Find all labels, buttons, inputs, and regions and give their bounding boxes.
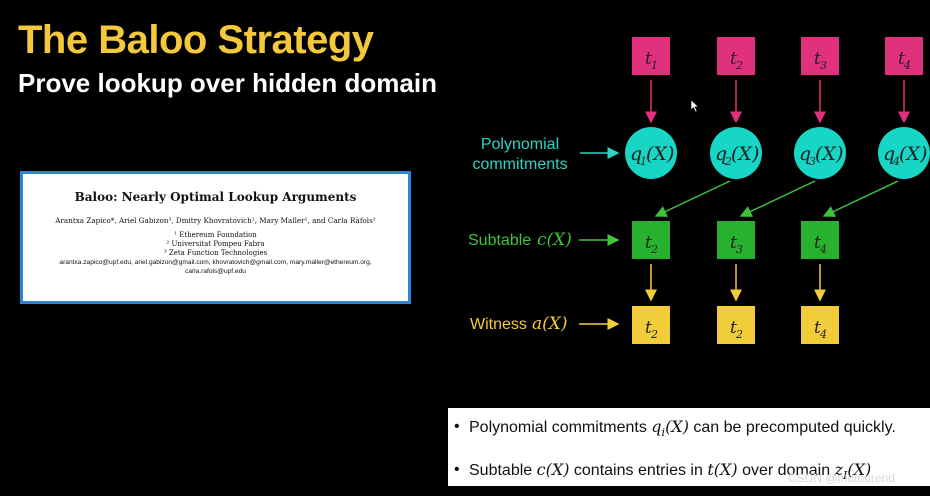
note-line-1: Polynomial commitments qi(X) can be prec… — [469, 417, 896, 440]
commit-to-subtable-arrows — [654, 180, 899, 217]
paper-authors: Arantxa Zapico*, Ariel Gabizon³, Dmitry … — [55, 216, 376, 225]
subtable-label-text: Subtable — [468, 232, 531, 249]
svg-text:t: t — [645, 233, 652, 253]
subtable-label: Subtable c(X) — [468, 230, 620, 250]
table-row: t 1 t 2 t 3 t 4 — [632, 37, 923, 75]
svg-text:(X): (X) — [815, 143, 843, 165]
svg-text:t: t — [814, 49, 821, 69]
watermark: CSDN @mutourend — [788, 471, 895, 485]
commitment-q4: q 4 (X) — [878, 127, 930, 179]
svg-text:t: t — [814, 233, 821, 253]
commitment-index: 3 — [809, 155, 816, 168]
subtable-index: 4 — [819, 243, 827, 256]
paper-email-line: arantxa.zapico@upf.edu, ariel.gabizon@gm… — [59, 259, 372, 266]
mouse-cursor-icon — [690, 99, 700, 113]
table-cell-t2: t 2 — [717, 37, 755, 75]
bullet-icon: • — [454, 461, 460, 478]
svg-text:t: t — [645, 49, 652, 69]
table-to-commit-arrows — [645, 80, 910, 124]
paper-affiliation: ² Universitat Pompeu Fabra — [166, 240, 265, 248]
witness-cell: t 4 — [801, 306, 839, 344]
commitment-q3: q 3 (X) — [794, 127, 846, 179]
witness-label: Witness a(X) — [470, 314, 620, 334]
subtable-cell: t 4 — [801, 221, 839, 259]
subtable-index: 2 — [650, 243, 658, 256]
witness-label-math: a(X) — [532, 314, 568, 334]
commit-label: Polynomial commitments — [472, 136, 620, 173]
subtable-label-math: c(X) — [537, 230, 572, 250]
table-index: 3 — [820, 59, 827, 72]
witness-row: t 2 t 2 t 4 — [632, 306, 839, 344]
witness-index: 2 — [735, 328, 743, 341]
commitment-index: 4 — [892, 155, 900, 168]
table-cell-t1: t 1 — [632, 37, 670, 75]
commitment-index: 2 — [724, 155, 732, 168]
svg-text:t: t — [730, 49, 737, 69]
commitment-index: 1 — [640, 155, 647, 168]
svg-text:(X): (X) — [731, 143, 759, 165]
table-index: 1 — [651, 59, 658, 72]
commitment-row: q 1 (X) q 2 (X) q 3 (X) q 4 (X) — [625, 127, 930, 179]
svg-text:t: t — [898, 49, 905, 69]
paper-affiliation: ¹ Ethereum Foundation — [174, 231, 257, 239]
paper-email-line: carla.rafols@upf.edu — [185, 268, 246, 275]
subtable-to-witness-arrows — [645, 264, 826, 302]
subtable-row: t 2 t 3 t 4 — [632, 221, 839, 259]
witness-index: 2 — [650, 328, 658, 341]
svg-text:(X): (X) — [646, 143, 674, 165]
table-index: 4 — [903, 59, 911, 72]
slide-subtitle: Prove lookup over hidden domain — [18, 68, 437, 98]
bullet-icon: • — [454, 418, 460, 435]
subtable-cell: t 3 — [717, 221, 755, 259]
svg-text:t: t — [730, 233, 737, 253]
paper-title: Baloo: Nearly Optimal Lookup Arguments — [74, 190, 357, 204]
witness-cell: t 2 — [632, 306, 670, 344]
svg-text:q: q — [715, 143, 727, 165]
subtable-cell: t 2 — [632, 221, 670, 259]
witness-label-text: Witness — [470, 316, 527, 333]
subtable-index: 3 — [736, 243, 743, 256]
svg-text:t: t — [730, 318, 737, 338]
witness-cell: t 2 — [717, 306, 755, 344]
paper-affiliation: ³ Zeta Function Technologies — [163, 249, 268, 257]
svg-text:q: q — [883, 143, 895, 165]
svg-text:(X): (X) — [899, 143, 927, 165]
slide-title: The Baloo Strategy — [18, 18, 374, 62]
commitment-q1: q 1 (X) — [625, 127, 677, 179]
commitment-q2: q 2 (X) — [710, 127, 762, 179]
table-cell-t3: t 3 — [801, 37, 839, 75]
svg-text:t: t — [814, 318, 821, 338]
paper-emails: arantxa.zapico@upf.edu, ariel.gabizon@gm… — [23, 258, 408, 276]
svg-text:t: t — [645, 318, 652, 338]
svg-text:q: q — [630, 143, 642, 165]
svg-text:q: q — [799, 143, 811, 165]
commit-label-line1: Polynomial — [481, 136, 559, 153]
table-cell-t4: t 4 — [885, 37, 923, 75]
notes-box: • Polynomial commitments qi(X) can be pr… — [448, 408, 930, 486]
note-line-2: Subtable c(X) contains entries in t(X) o… — [469, 460, 872, 483]
witness-index: 4 — [819, 328, 827, 341]
table-index: 2 — [735, 59, 743, 72]
paper-affiliations: ¹ Ethereum Foundation ² Universitat Pomp… — [23, 231, 408, 258]
paper-thumbnail: Baloo: Nearly Optimal Lookup Arguments A… — [20, 171, 411, 304]
commit-label-line2: commitments — [472, 156, 567, 173]
